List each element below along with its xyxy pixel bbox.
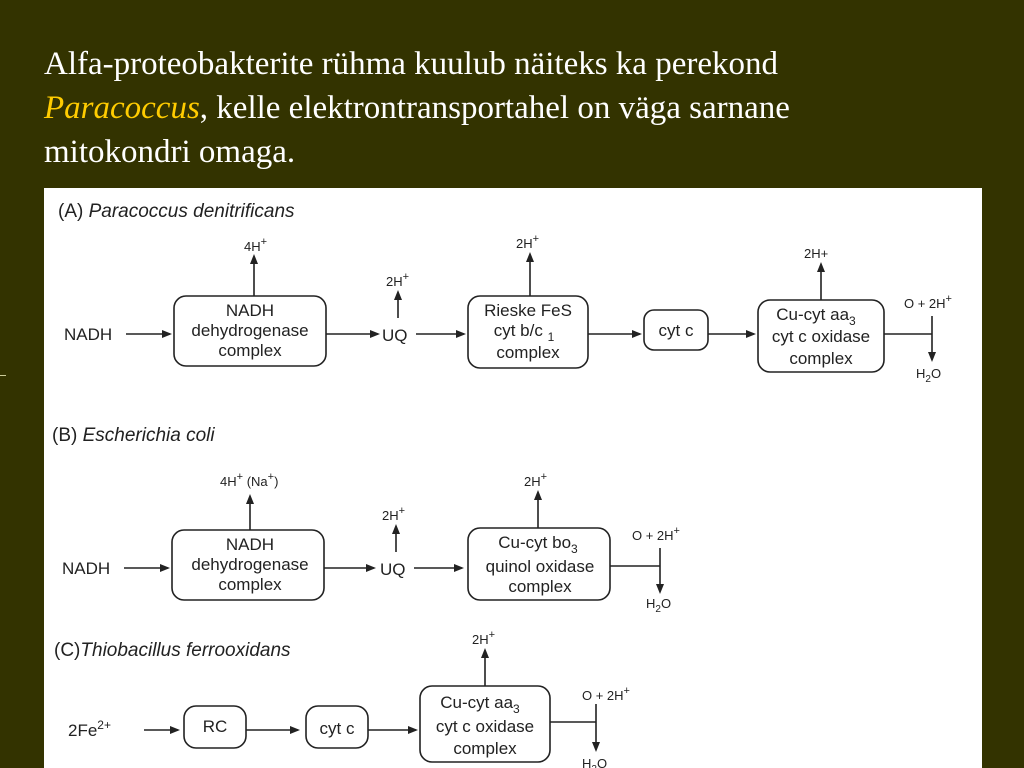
edge-tick (0, 375, 6, 376)
svg-text:NADH: NADH (226, 535, 274, 554)
c-water-label: H2O (582, 756, 607, 768)
svg-text:cyt b/c 1: cyt b/c 1 (494, 321, 555, 344)
a-nadh-input: NADH (64, 325, 112, 344)
b-quinol-oxidase-box (467, 527, 611, 601)
a-proton-label-1: 4H+ (244, 236, 267, 254)
svg-text:complex: complex (453, 739, 517, 758)
svg-text:NADH: NADH (226, 301, 274, 320)
svg-text:cyt c oxidase: cyt c oxidase (436, 717, 534, 736)
svg-text:Cu-cyt aa3: Cu-cyt aa3 (440, 693, 520, 716)
svg-text:cyt c oxidase: cyt c oxidase (772, 327, 870, 346)
svg-text:complex: complex (218, 341, 282, 360)
c-proton-label: 2H+ (472, 629, 495, 647)
svg-text:complex: complex (508, 577, 572, 596)
svg-text:Cu-cyt aa3: Cu-cyt aa3 (776, 305, 856, 328)
a-water-label: H2O (916, 366, 941, 385)
b-proton-label-3: 2H+ (524, 471, 547, 489)
electron-transport-diagram: (A) Paracoccus denitrificans NADH NADH d… (52, 201, 952, 768)
c-iron-input: 2Fe2+ (68, 718, 111, 740)
svg-text:complex: complex (496, 343, 560, 362)
b-proton-label-1: 4H+ (Na+) (220, 471, 278, 489)
a-uq: UQ (382, 326, 408, 345)
svg-text:complex: complex (218, 575, 282, 594)
svg-text:cyt c: cyt c (320, 719, 355, 738)
section-c: (C)Thiobacillus ferrooxidans 2Fe2+ RC cy… (54, 629, 630, 768)
b-water-label: H2O (646, 596, 671, 615)
svg-text:Cu-cyt bo3: Cu-cyt bo3 (498, 533, 578, 556)
section-a: (A) Paracoccus denitrificans NADH NADH d… (58, 201, 952, 385)
b-oxygen-label: O + 2H+ (632, 525, 680, 543)
a-proton-label-3: 2H+ (516, 233, 539, 251)
a-oxygen-label: O + 2H+ (904, 293, 952, 311)
a-rieske-complex-box (467, 295, 589, 369)
b-nadh-input: NADH (62, 559, 110, 578)
svg-text:quinol oxidase: quinol oxidase (486, 557, 595, 576)
slide-title: Alfa-proteobakterite rühma kuulub näitek… (44, 42, 1004, 174)
svg-text:dehydrogenase: dehydrogenase (191, 321, 308, 340)
svg-text:dehydrogenase: dehydrogenase (191, 555, 308, 574)
diagram-panel: (A) Paracoccus denitrificans NADH NADH d… (44, 188, 982, 768)
b-proton-label-2: 2H+ (382, 505, 405, 523)
a-proton-label-4: 2H+ (804, 246, 828, 261)
svg-text:RC: RC (203, 717, 228, 736)
c-rc-box (183, 705, 247, 749)
a-nadh-dehydrogenase-box (173, 295, 327, 367)
section-b-label: (B) Escherichia coli (52, 425, 215, 446)
genus-name: Paracoccus (44, 90, 200, 126)
svg-text:Rieske FeS: Rieske FeS (484, 301, 572, 320)
section-a-label: (A) Paracoccus denitrificans (58, 201, 295, 222)
c-oxygen-label: O + 2H+ (582, 685, 630, 703)
section-c-label: (C)Thiobacillus ferrooxidans (54, 640, 291, 661)
svg-text:complex: complex (789, 349, 853, 368)
b-nadh-dehydrogenase-box (171, 529, 325, 601)
c-cyt-c-box (305, 705, 369, 749)
title-line-3: mitokondri omaga. (44, 134, 296, 170)
title-line-1: Alfa-proteobakterite rühma kuulub näitek… (44, 46, 778, 82)
a-cyt-c-box (643, 309, 709, 351)
title-line-2: , kelle elektrontransportahel on väga sa… (199, 90, 790, 126)
a-proton-label-2: 2H+ (386, 271, 409, 289)
b-uq: UQ (380, 560, 406, 579)
section-b: (B) Escherichia coli NADH NADH dehydroge… (52, 425, 680, 615)
svg-text:cyt c: cyt c (659, 321, 694, 340)
